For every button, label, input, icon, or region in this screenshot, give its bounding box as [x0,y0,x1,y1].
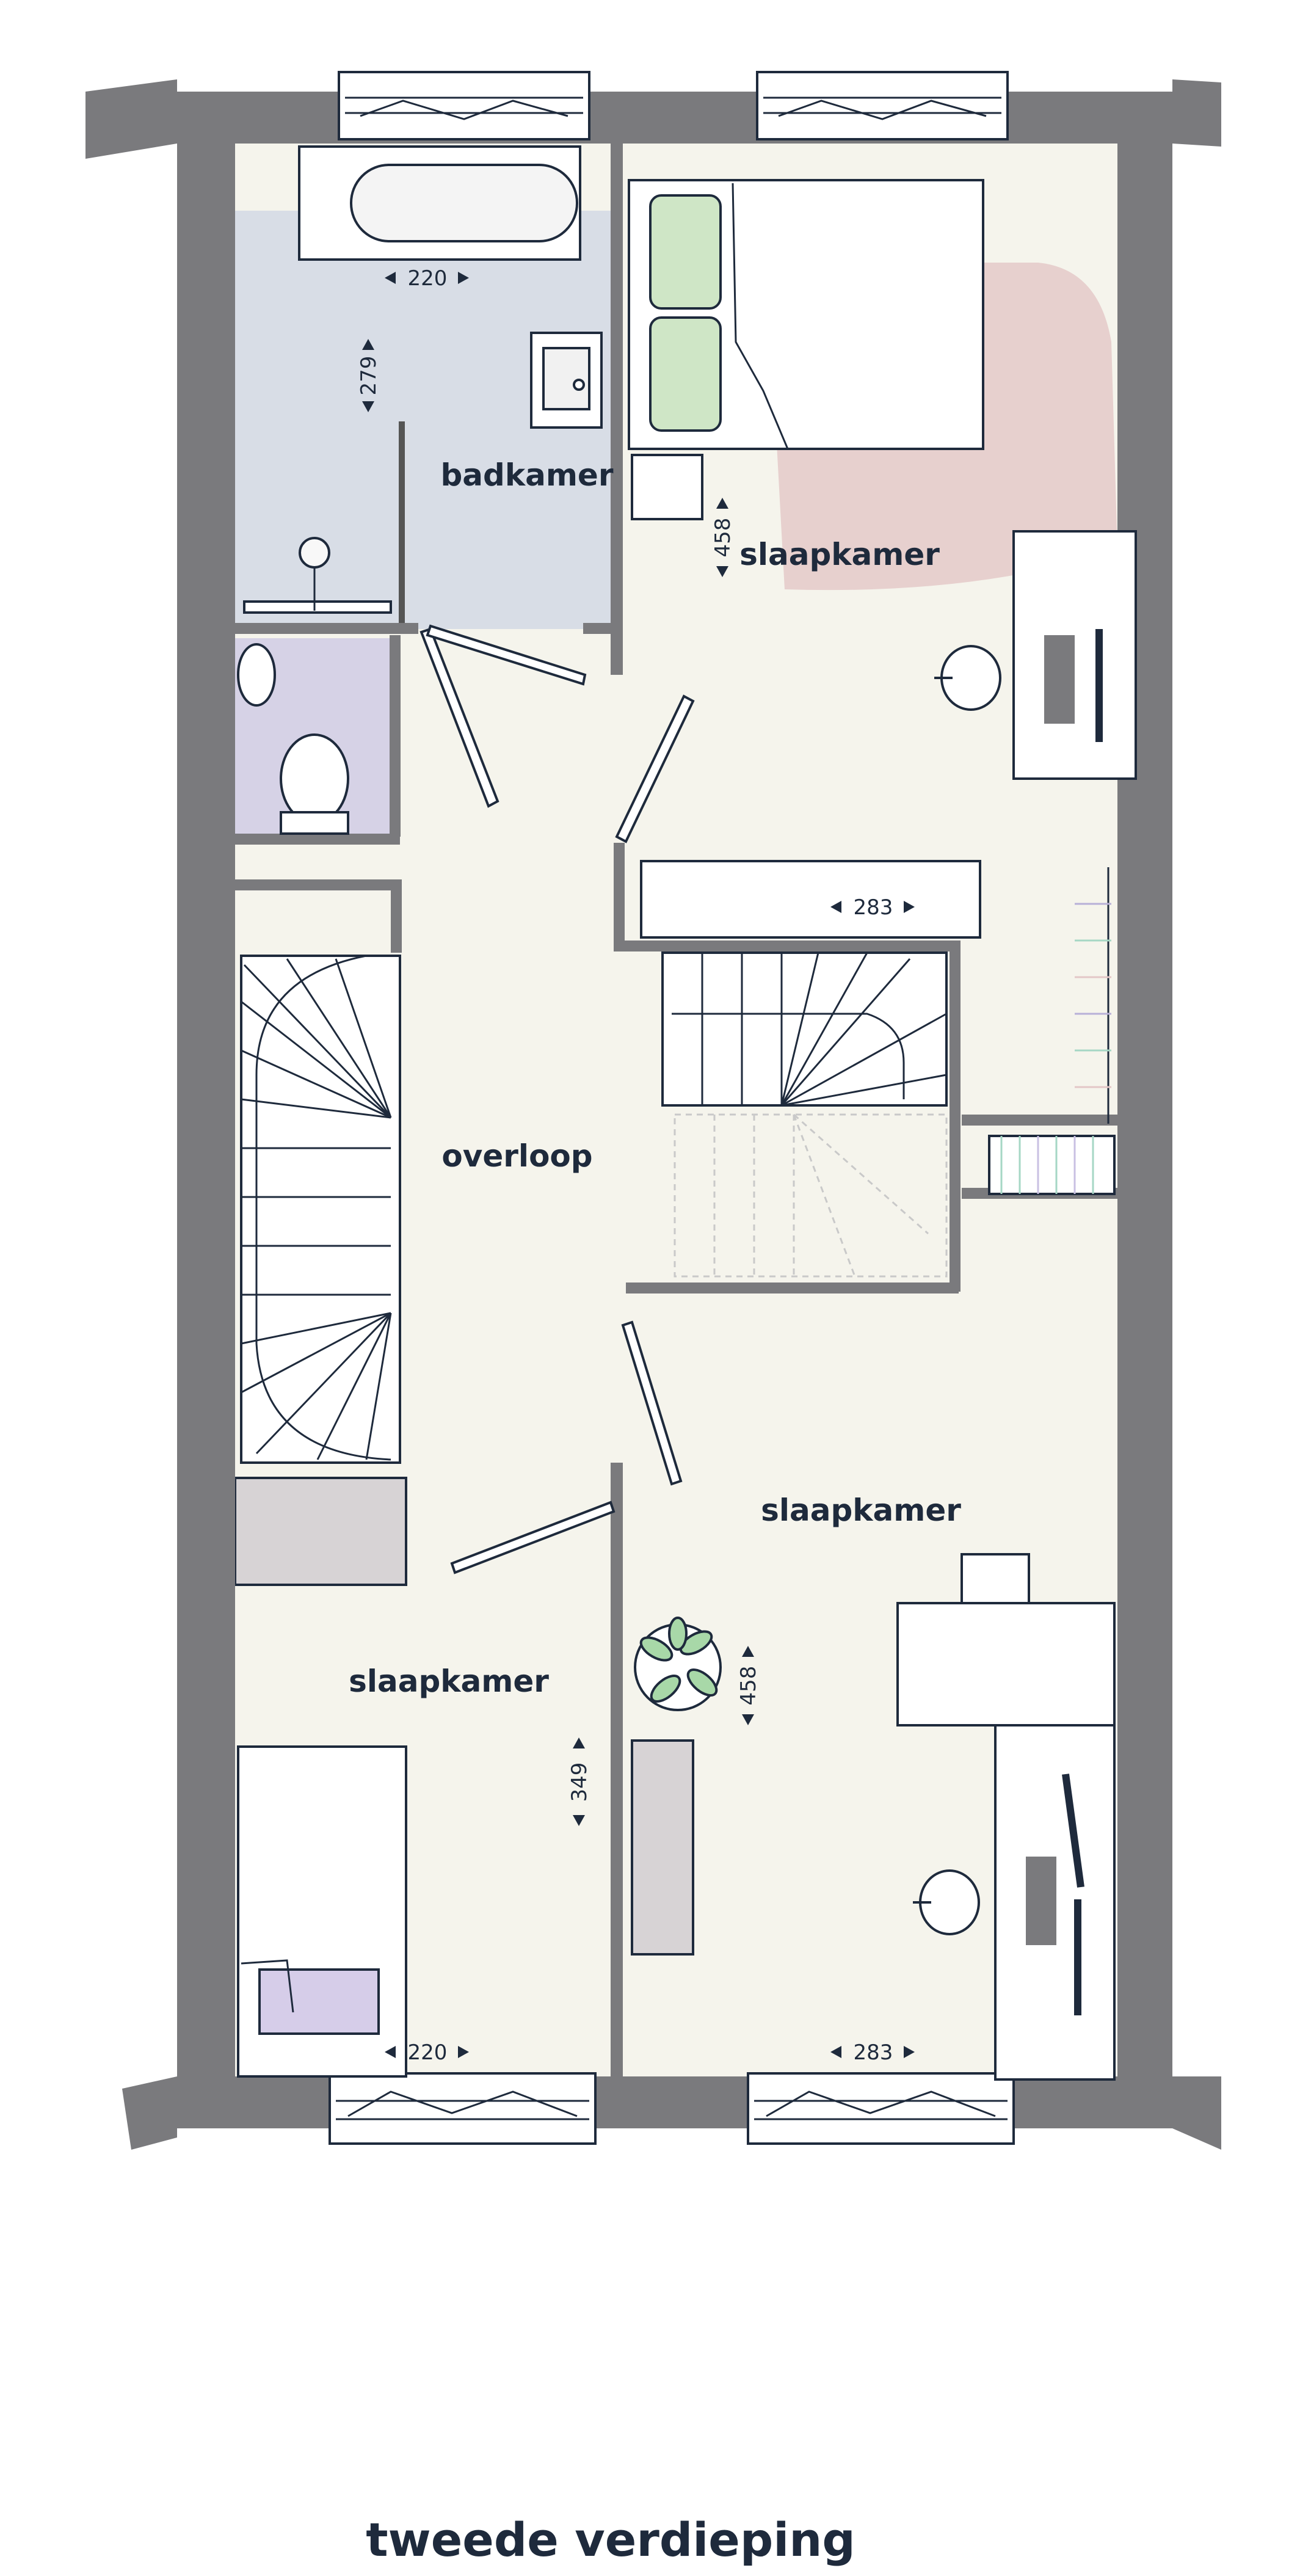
printer [961,1553,1030,1604]
dimension-bedroom-left-width: 220 [408,2040,448,2065]
dimension-arrows [362,272,915,2058]
bedroom-right-furniture [631,1553,1116,2081]
closet-divider [962,1115,1117,1126]
room-label-slaapkamer-right: slaapkamer [761,1493,961,1528]
bathroom-bottom-wall-right [583,623,623,634]
stair-right-wall [950,941,961,1292]
toilet-fixtures [237,643,349,835]
dimension-bedroom-top-depth: 458 [711,518,735,558]
desk-right [896,1602,1116,1726]
dimension-wardrobe-width: 283 [854,895,893,920]
wardrobe [640,860,1116,1195]
left-wall [177,144,235,2086]
wardrobe-left-wall [614,843,625,950]
stair-top-wall [614,941,956,951]
laptop-right [1026,1857,1056,1945]
bathroom-niche [235,144,296,211]
staircase-right [661,951,948,1278]
neighbour-wall-top-left [85,79,177,159]
toilet-tank [280,811,349,835]
bed-blanket [258,1968,380,2035]
room-label-slaapkamer-left: slaapkamer [349,1664,549,1699]
plant [634,1617,722,1711]
chair-right [913,1869,980,1935]
landing-shaft-wall [235,879,400,890]
shaft-right-wall [391,879,402,953]
shower-head [299,537,330,569]
shower-drain [243,600,392,614]
bottom-wall [177,2076,1172,2128]
dimension-bedroom-right-width: 283 [854,2040,893,2065]
cabinet-right [631,1739,694,1956]
window-sashes [336,96,1008,2120]
bathtub-basin [350,164,578,242]
staircase-left [240,955,401,1464]
neighbour-wall-bottom-left [122,2076,177,2150]
bedroom-left-door [450,1501,616,1574]
closet-hanging [988,1135,1116,1195]
interior-walls [235,144,1117,2079]
toilet-right-wall [390,635,401,837]
dimension-bedroom-right-depth: 458 [736,1666,761,1706]
room-label-overloop: overloop [441,1138,592,1174]
neighbour-wall-top-right [1172,79,1221,147]
bathroom-door [419,627,499,808]
washbasin-bowl [542,347,590,410]
window-top-right [756,71,1009,140]
wardrobe-top [640,860,981,939]
hand-basin [237,643,276,707]
hanging-clothes [1000,1136,1094,1194]
floor-caption: tweede verdieping [366,2512,855,2567]
pillow-top [649,194,722,310]
dimension-bath-depth: 279 [357,356,381,396]
wall-shelf [1075,867,1111,1124]
stair-bottom-wall [626,1283,959,1293]
dimension-bath-width: 220 [408,266,448,291]
window-top-left [338,71,590,140]
bathroom-bottom-wall [235,623,418,634]
doors [419,624,695,1574]
laptop-top [1044,635,1075,724]
nightstand [631,454,703,520]
bathroom-fixtures [243,145,603,623]
pillow-bottom [649,316,722,432]
landing-bedroom-door [615,694,695,843]
bedroom-divider-wall [611,1463,623,2079]
room-label-slaapkamer-top: slaapkamer [739,537,940,572]
top-wall [177,92,1172,144]
right-wall [1117,144,1172,2086]
toilet-bowl [280,733,349,824]
washbasin-drain [573,379,585,391]
toilet-bottom-wall [235,834,400,845]
bedroom-left-furniture [237,1745,407,2078]
neighbour-wall-bottom-right [1172,2076,1221,2150]
bedroom-top-furniture [628,179,1137,780]
bedroom-right-door [621,1320,683,1486]
dimension-bedroom-left-depth: 349 [567,1763,592,1802]
bedroom-top-door [426,624,587,686]
chair-top [934,645,1001,711]
room-label-badkamer: badkamer [441,457,614,493]
bathroom-bedroom-wall [611,144,623,675]
landing-cabinet [234,1477,407,1586]
